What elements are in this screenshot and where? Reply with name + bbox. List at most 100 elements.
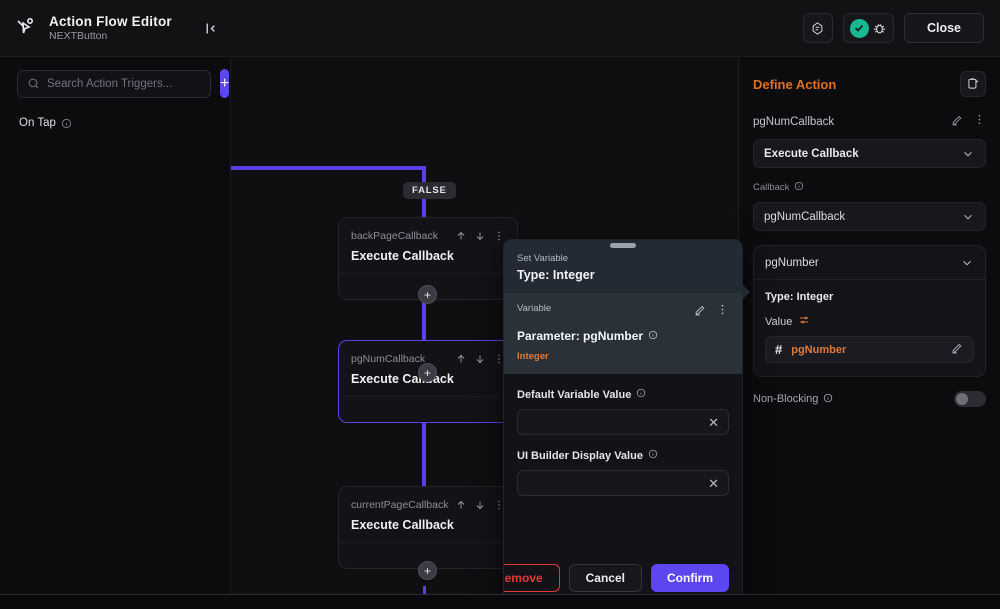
sidebar-item-on-tap[interactable]: On Tap	[0, 98, 230, 129]
modal-kind-label: Set Variable	[517, 253, 569, 264]
move-up-icon[interactable]	[455, 230, 467, 242]
status-debug-group[interactable]	[842, 13, 894, 43]
chevron-down-icon	[964, 151, 972, 157]
add-node-button[interactable]: +	[418, 363, 437, 382]
move-down-icon[interactable]	[474, 499, 486, 511]
chevron-down-icon	[963, 260, 971, 266]
move-down-icon[interactable]	[474, 353, 486, 365]
search-input[interactable]	[47, 77, 201, 90]
flow-wire	[231, 166, 426, 170]
parameter-type-line: Type: Integer	[765, 291, 834, 303]
flow-node[interactable]: pgNumCallback Execute Callback	[338, 340, 518, 423]
value-token: pgNumber	[791, 343, 847, 356]
more-options-icon[interactable]	[973, 113, 986, 131]
flow-cursor-icon	[14, 16, 38, 40]
add-node-button[interactable]: +	[418, 285, 437, 304]
info-icon[interactable]	[794, 181, 804, 194]
node-tools	[455, 230, 505, 242]
parameter-name: pgNumber	[765, 256, 819, 269]
info-icon[interactable]	[648, 327, 658, 345]
modal-drag-handle-top[interactable]	[610, 243, 636, 248]
more-options-icon[interactable]	[493, 230, 505, 242]
default-value-input[interactable]	[527, 416, 709, 428]
top-bar: Action Flow Editor NEXTButton	[0, 0, 1000, 57]
info-icon[interactable]	[636, 388, 646, 401]
info-icon[interactable]	[648, 449, 658, 462]
flow-diagram-icon[interactable]	[802, 13, 833, 43]
pencil-icon[interactable]	[951, 113, 964, 131]
node-subtitle: backPageCallback	[351, 230, 438, 242]
modal-variable-section: Variable Parameter: pgNumber Integer	[504, 293, 742, 374]
brand-block: Action Flow Editor NEXTButton	[0, 14, 196, 43]
check-circle-icon	[849, 18, 869, 38]
default-value-label: Default Variable Value	[517, 388, 729, 401]
confirm-button[interactable]: Confirm	[651, 564, 729, 592]
pencil-icon[interactable]	[694, 303, 707, 321]
flow-wire	[422, 166, 426, 234]
collapse-panel-icon[interactable]	[196, 13, 226, 43]
more-options-icon[interactable]	[493, 353, 505, 365]
callback-select[interactable]: pgNumCallback	[753, 202, 986, 231]
flow-wire-dashed	[423, 569, 426, 594]
callback-label-text: Callback	[753, 182, 790, 193]
cancel-button[interactable]: Cancel	[568, 564, 642, 592]
add-node-button[interactable]: +	[418, 561, 437, 580]
modal-type-title: Type: Integer	[517, 268, 595, 282]
ui-display-value-input[interactable]	[527, 477, 709, 489]
flow-wire	[422, 421, 426, 496]
remove-button[interactable]: Remove	[504, 564, 560, 592]
node-footer	[339, 542, 517, 568]
node-title: Execute Callback	[351, 249, 454, 263]
add-trigger-button[interactable]: +	[220, 69, 230, 98]
action-name-row: pgNumCallback	[753, 113, 986, 131]
sliders-icon[interactable]	[798, 314, 810, 329]
callback-value: pgNumCallback	[764, 210, 846, 223]
pencil-icon[interactable]	[951, 341, 964, 359]
info-icon[interactable]	[61, 118, 72, 129]
hash-icon: #	[775, 342, 783, 357]
action-type-select[interactable]: Execute Callback	[753, 139, 986, 168]
panel-title: Define Action	[753, 76, 837, 92]
ui-display-value-input-wrap[interactable]: ✕	[517, 470, 729, 496]
close-button[interactable]: Close	[903, 13, 984, 43]
duplicate-icon[interactable]	[960, 71, 986, 97]
more-options-icon[interactable]	[493, 499, 505, 511]
flow-node[interactable]: currentPageCallback Execute Callback	[338, 486, 518, 569]
node-subtitle: pgNumCallback	[351, 353, 426, 365]
set-variable-modal: Set Variable Type: Integer Variable Para…	[503, 239, 743, 603]
move-down-icon[interactable]	[474, 230, 486, 242]
clear-icon[interactable]: ✕	[708, 414, 719, 430]
value-label-row: Value	[765, 314, 974, 329]
parameter-card-header[interactable]: pgNumber	[754, 246, 985, 280]
search-row: +	[0, 57, 230, 98]
search-icon	[28, 78, 39, 89]
default-value-label-text: Default Variable Value	[517, 388, 632, 401]
trigger-label: On Tap	[19, 117, 56, 129]
value-token-row[interactable]: # pgNumber	[765, 336, 974, 363]
info-icon[interactable]	[823, 393, 833, 406]
search-box[interactable]	[17, 69, 211, 98]
bug-icon[interactable]	[872, 21, 887, 36]
page-subtitle: NEXTButton	[49, 30, 108, 43]
modal-pointer	[739, 281, 750, 303]
move-up-icon[interactable]	[455, 353, 467, 365]
node-footer	[339, 396, 517, 422]
modal-body: Default Variable Value ✕ UI Builder Disp…	[504, 374, 742, 496]
chevron-down-icon	[964, 214, 972, 220]
ui-display-value-label: UI Builder Display Value	[517, 449, 729, 462]
node-tools	[455, 353, 505, 365]
variable-label: Variable	[517, 303, 552, 314]
parameter-type: Integer	[517, 351, 549, 362]
move-up-icon[interactable]	[455, 499, 467, 511]
node-subtitle: currentPageCallback	[351, 499, 449, 511]
modal-header: Set Variable Type: Integer	[504, 240, 742, 293]
panel-header: Define Action	[753, 71, 986, 97]
non-blocking-toggle[interactable]	[954, 391, 986, 407]
clear-icon[interactable]: ✕	[708, 475, 719, 491]
more-options-icon[interactable]	[716, 303, 729, 321]
callback-field-label: Callback	[753, 181, 986, 194]
define-action-panel: Define Action pgNumCallback Execute Call…	[738, 57, 1000, 594]
node-title: Execute Callback	[351, 518, 454, 532]
default-value-input-wrap[interactable]: ✕	[517, 409, 729, 435]
